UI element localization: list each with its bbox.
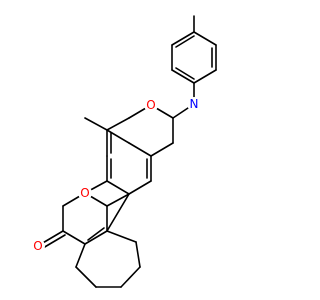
atom-carbonyl-oxygen: O	[31, 239, 45, 253]
atom-label-oxygen: O	[80, 186, 89, 200]
bond	[175, 35, 195, 48]
bond-lines	[40, 15, 217, 288]
bond	[150, 142, 174, 157]
bond	[106, 193, 130, 207]
bond	[128, 142, 152, 157]
atom-label-oxygen: O	[33, 239, 42, 253]
bond	[106, 193, 130, 232]
bond	[193, 31, 217, 46]
bond	[106, 230, 137, 243]
atom-label-nitrogen: N	[190, 97, 199, 111]
bond	[84, 230, 108, 245]
atom-label-oxygen: O	[146, 98, 155, 112]
bond	[171, 31, 195, 46]
bond	[193, 69, 217, 84]
bond	[62, 230, 86, 245]
bond	[171, 69, 195, 84]
bond	[106, 129, 130, 144]
bond	[175, 67, 195, 80]
molecule-structure: O N O O	[31, 15, 217, 288]
bond	[40, 230, 64, 245]
bond	[120, 266, 141, 288]
bond	[75, 266, 97, 288]
bond	[128, 180, 152, 195]
atom-ring-oxygen-lower: O	[78, 186, 92, 200]
atom-ring-nitrogen: N	[187, 97, 201, 111]
bond	[42, 234, 66, 249]
bond	[135, 241, 141, 268]
bond	[106, 117, 130, 131]
bond	[84, 117, 108, 131]
bond	[75, 243, 86, 268]
bond	[106, 180, 130, 195]
bond	[87, 227, 105, 241]
atom-ring-oxygen-upper: O	[144, 98, 158, 112]
